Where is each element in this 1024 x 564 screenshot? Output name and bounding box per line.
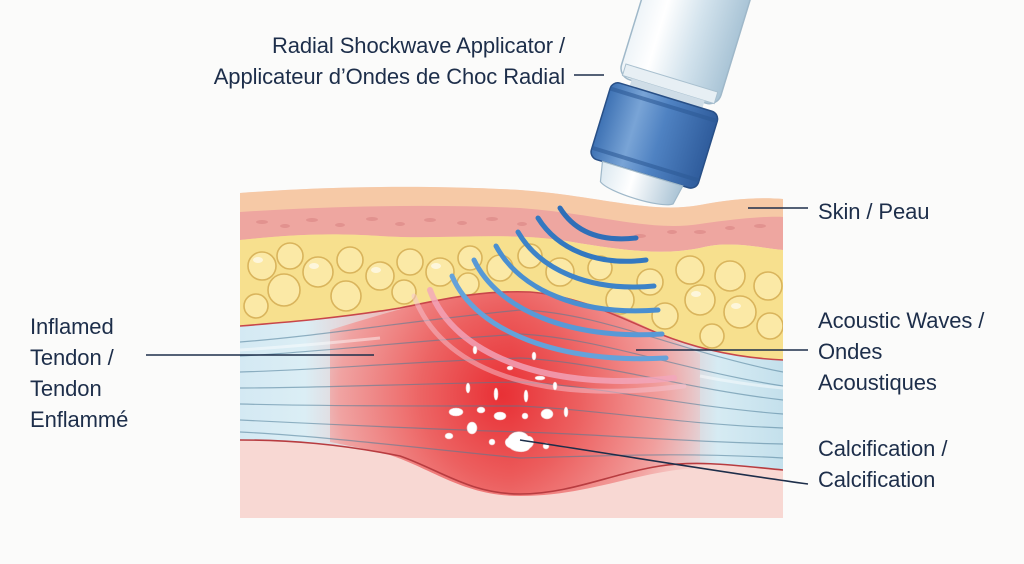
applicator-label: Radial Shockwave Applicator / Applicateu… xyxy=(214,30,565,92)
skin-label-text: Skin / Peau xyxy=(818,199,930,224)
applicator-label-en: Radial Shockwave Applicator / xyxy=(271,33,565,58)
inflamed-tendon-label-3: Tendon xyxy=(30,376,102,401)
calcification-label-en: Calcification / xyxy=(818,436,948,461)
acoustic-waves xyxy=(411,205,687,394)
acoustic-waves-label-fr-2: Acoustiques xyxy=(818,370,937,395)
calcification-label: Calcification / Calcification xyxy=(818,433,947,495)
inflamed-tendon-label-4: Enflammé xyxy=(30,407,129,432)
skin-label: Skin / Peau xyxy=(818,196,930,227)
calcification-leader xyxy=(519,439,809,485)
acoustic-waves-label-en: Acoustic Waves / xyxy=(818,308,985,333)
shockwave-applicator xyxy=(590,0,760,206)
acoustic-waves-label: Acoustic Waves / Ondes Acoustiques xyxy=(818,305,984,398)
inflamed-tendon-label: Inflamed Tendon / Tendon Enflammé xyxy=(30,311,128,435)
leader-lines xyxy=(146,74,809,485)
inflamed-tendon-label-1: Inflamed xyxy=(30,314,114,339)
applicator-label-fr: Applicateur d’Ondes de Choc Radial xyxy=(213,64,565,89)
calcification-label-fr: Calcification xyxy=(818,467,936,492)
inflamed-tendon-label-2: Tendon / xyxy=(30,345,114,370)
acoustic-waves-label-fr-1: Ondes xyxy=(818,339,883,364)
